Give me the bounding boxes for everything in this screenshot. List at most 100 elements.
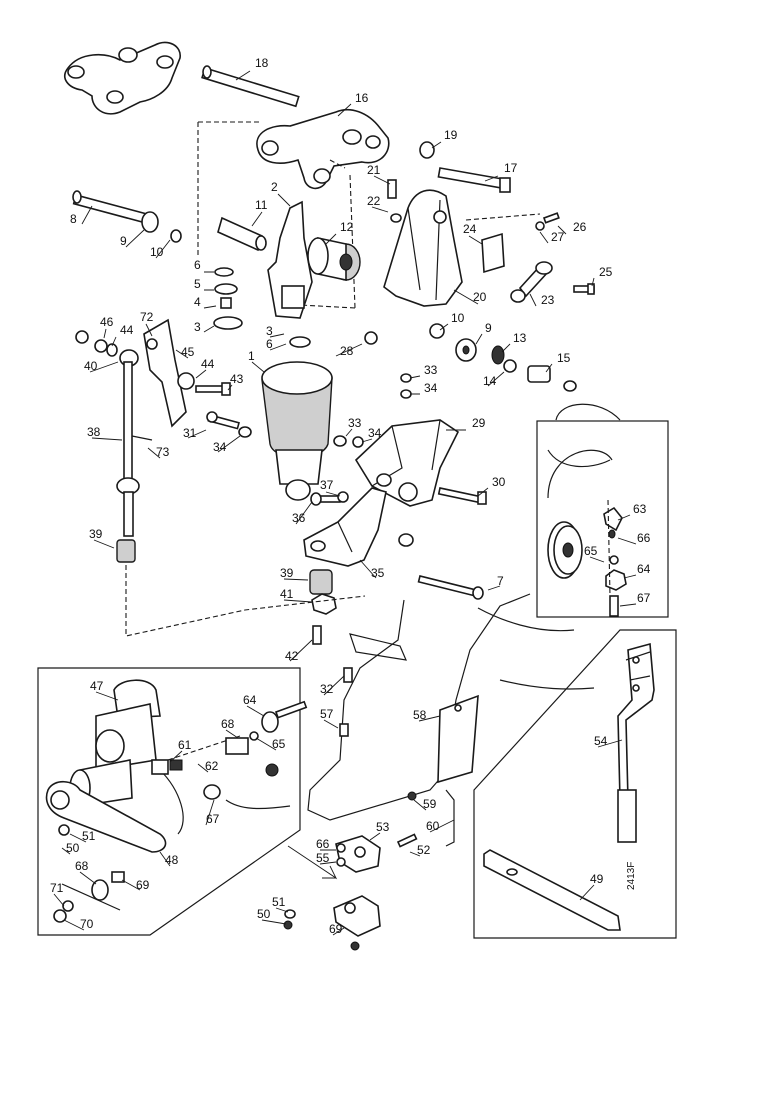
bushing-9-right [455, 338, 477, 362]
callout-71: 71 [50, 881, 64, 895]
link-16 [256, 108, 390, 190]
callout-44: 44 [201, 357, 215, 371]
callout-3: 3 [194, 320, 201, 334]
callout-20: 20 [473, 290, 487, 304]
callout-37: 37 [320, 478, 334, 492]
callout-39: 39 [89, 527, 103, 541]
callout-12: 12 [340, 220, 354, 234]
callout-11: 11 [255, 198, 268, 212]
callout-28: 28 [340, 344, 354, 358]
callout-42: 42 [285, 649, 299, 663]
callout-30: 30 [492, 475, 506, 489]
callout-64: 64 [243, 693, 257, 707]
callout-55: 55 [316, 851, 330, 865]
callout-34: 34 [424, 381, 438, 395]
callout-14: 14 [483, 374, 497, 388]
callout-47: 47 [90, 679, 104, 693]
callout-57: 57 [320, 707, 334, 721]
callout-69: 69 [329, 922, 343, 936]
leader-cable [287, 845, 338, 880]
callout-40: 40 [84, 359, 98, 373]
callout-46: 46 [100, 315, 114, 329]
callout-32: 32 [320, 682, 334, 696]
callout-25: 25 [599, 265, 613, 279]
bolt-18 [201, 65, 300, 108]
washer-stack [213, 267, 243, 330]
callout-31: 31 [183, 426, 197, 440]
bracket-35 [303, 487, 414, 567]
callout-67: 67 [637, 591, 651, 605]
callout-66: 66 [637, 531, 651, 545]
callout-64: 64 [637, 562, 651, 576]
callout-39: 39 [280, 566, 294, 580]
leader-lines [53, 70, 637, 936]
callout-50: 50 [66, 841, 80, 855]
spacer-15 [527, 365, 577, 392]
callout-6: 6 [266, 337, 273, 351]
bolt-30 [437, 487, 487, 505]
callout-49: 49 [590, 872, 604, 886]
strap-60 [445, 789, 455, 847]
drawing-reference: 2413F [626, 862, 637, 890]
washer-13 [491, 345, 505, 365]
bracket-58 [437, 694, 479, 784]
callout-33: 33 [424, 363, 438, 377]
callout-68: 68 [75, 859, 89, 873]
callout-23: 23 [541, 293, 555, 307]
callout-24: 24 [463, 222, 477, 236]
link-23 [510, 261, 553, 303]
callout-59: 59 [423, 797, 437, 811]
callout-51: 51 [272, 895, 286, 909]
callout-17: 17 [504, 161, 518, 175]
fasteners-50-51-52 [283, 833, 418, 930]
callout-61: 61 [178, 738, 192, 752]
bolt-17 [437, 167, 511, 193]
clip-24 [465, 213, 541, 274]
callout-70: 70 [80, 917, 94, 931]
bolt-36-37 [310, 491, 349, 506]
callout-65: 65 [272, 737, 286, 751]
bumper-1 [261, 336, 333, 501]
callout-34: 34 [213, 440, 227, 454]
pin-11 [217, 216, 267, 252]
callout-6: 6 [194, 258, 201, 272]
callout-50: 50 [257, 907, 271, 921]
guide-line-lower [125, 565, 366, 637]
callout-44: 44 [120, 323, 134, 337]
callout-8: 8 [70, 212, 77, 226]
callout-33: 33 [348, 416, 362, 430]
callout-72: 72 [140, 310, 154, 324]
callout-27: 27 [551, 230, 565, 244]
callout-21: 21 [367, 163, 381, 177]
inset-right [536, 420, 669, 618]
callout-4: 4 [194, 295, 201, 309]
callout-3: 3 [266, 324, 273, 338]
callout-53: 53 [376, 820, 390, 834]
callout-18: 18 [255, 56, 269, 70]
callout-51: 51 [82, 829, 96, 843]
inset-left [37, 667, 308, 936]
callout-73: 73 [156, 445, 170, 459]
bracket-53 [335, 835, 381, 873]
callout-5: 5 [194, 277, 201, 291]
bolt-42 [312, 625, 322, 645]
callout-26: 26 [573, 220, 587, 234]
bracket-2 [267, 200, 313, 319]
callout-68: 68 [221, 717, 235, 731]
callout-62: 62 [205, 759, 219, 773]
callout-45: 45 [181, 345, 195, 359]
callout-13: 13 [513, 331, 527, 345]
callout-63: 63 [633, 502, 647, 516]
bracket-69 [333, 895, 381, 951]
callout-9: 9 [485, 321, 492, 335]
washer-44-right [177, 372, 195, 390]
callout-58: 58 [413, 708, 427, 722]
screw-25 [573, 283, 595, 295]
bushing-39-left [116, 539, 136, 563]
link-72 [143, 318, 187, 428]
callout-1: 1 [248, 349, 255, 363]
bolt-31 [206, 411, 252, 438]
callout-9: 9 [120, 234, 127, 248]
